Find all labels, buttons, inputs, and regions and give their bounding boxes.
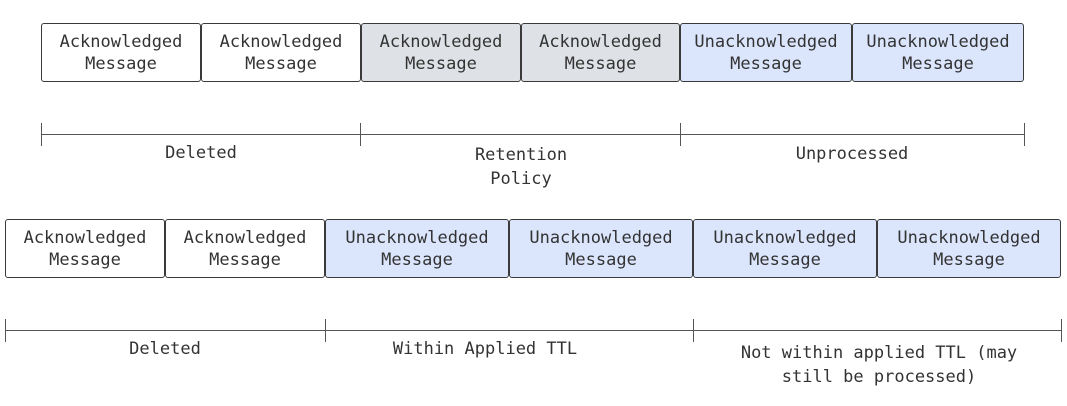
range-label-unprocessed: Unprocessed	[795, 144, 909, 164]
message-box-retained: Acknowledged Message	[361, 23, 521, 82]
message-box-unacknowledged: Unacknowledged Message	[852, 23, 1024, 82]
message-box-acknowledged: Acknowledged Message	[165, 219, 325, 278]
range-label-not-within-ttl: Not within applied TTL (may still be pro…	[740, 343, 1018, 387]
range-label-deleted: Deleted	[129, 339, 201, 359]
message-box-unacknowledged: Unacknowledged Message	[325, 219, 509, 278]
message-box-unacknowledged: Unacknowledged Message	[693, 219, 877, 278]
range-label-retention-policy: Retention Policy	[474, 145, 568, 189]
message-box-acknowledged: Acknowledged Message	[201, 23, 361, 82]
range-label-within-ttl: Within Applied TTL	[392, 339, 578, 359]
message-box-unacknowledged: Unacknowledged Message	[509, 219, 693, 278]
message-box-unacknowledged: Unacknowledged Message	[680, 23, 852, 82]
message-box-unacknowledged: Unacknowledged Message	[877, 219, 1061, 278]
message-box-retained: Acknowledged Message	[521, 23, 680, 82]
message-box-acknowledged: Acknowledged Message	[5, 219, 165, 278]
range-label-deleted: Deleted	[165, 143, 237, 163]
message-box-acknowledged: Acknowledged Message	[41, 23, 201, 82]
